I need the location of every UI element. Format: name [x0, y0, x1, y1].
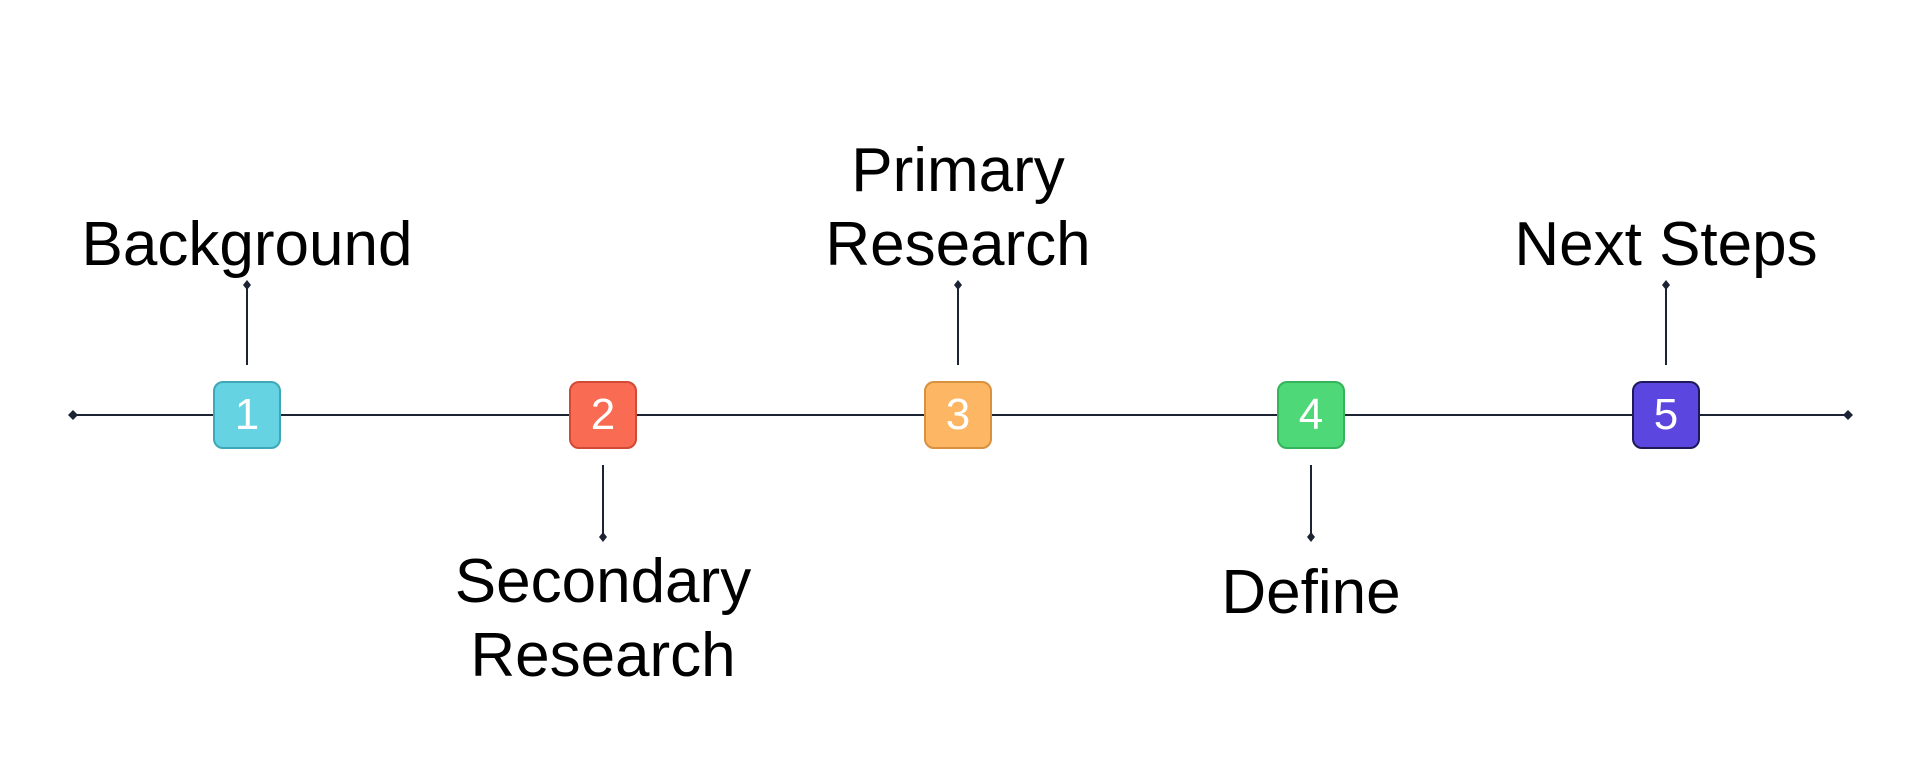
axis-start-dot	[68, 410, 78, 420]
milestone-box-2: 2	[569, 381, 637, 449]
milestone-label-3: Primary Research	[825, 136, 1091, 279]
milestone-number-1: 1	[234, 390, 260, 439]
connector-dot-2	[599, 532, 607, 542]
milestone-number-3: 3	[945, 390, 971, 439]
connector-dot-4	[1307, 532, 1315, 542]
milestone-box-5: 5	[1632, 381, 1700, 449]
milestone-label-4: Define	[1221, 558, 1401, 627]
connector-dot-5	[1662, 280, 1670, 290]
milestone-label-1: Background	[81, 210, 413, 279]
milestone-number-2: 2	[590, 390, 616, 439]
milestone-box-1: 1	[213, 381, 281, 449]
milestone-box-4: 4	[1277, 381, 1345, 449]
axis-end-dot	[1843, 410, 1853, 420]
connector-dot-1	[243, 280, 251, 290]
milestone-number-5: 5	[1653, 390, 1679, 439]
connector-dot-3	[954, 280, 962, 290]
milestone-box-3: 3	[924, 381, 992, 449]
milestone-label-2: Secondary Research	[454, 547, 752, 690]
milestone-label-5: Next Steps	[1514, 210, 1818, 279]
milestone-number-4: 4	[1298, 390, 1324, 439]
